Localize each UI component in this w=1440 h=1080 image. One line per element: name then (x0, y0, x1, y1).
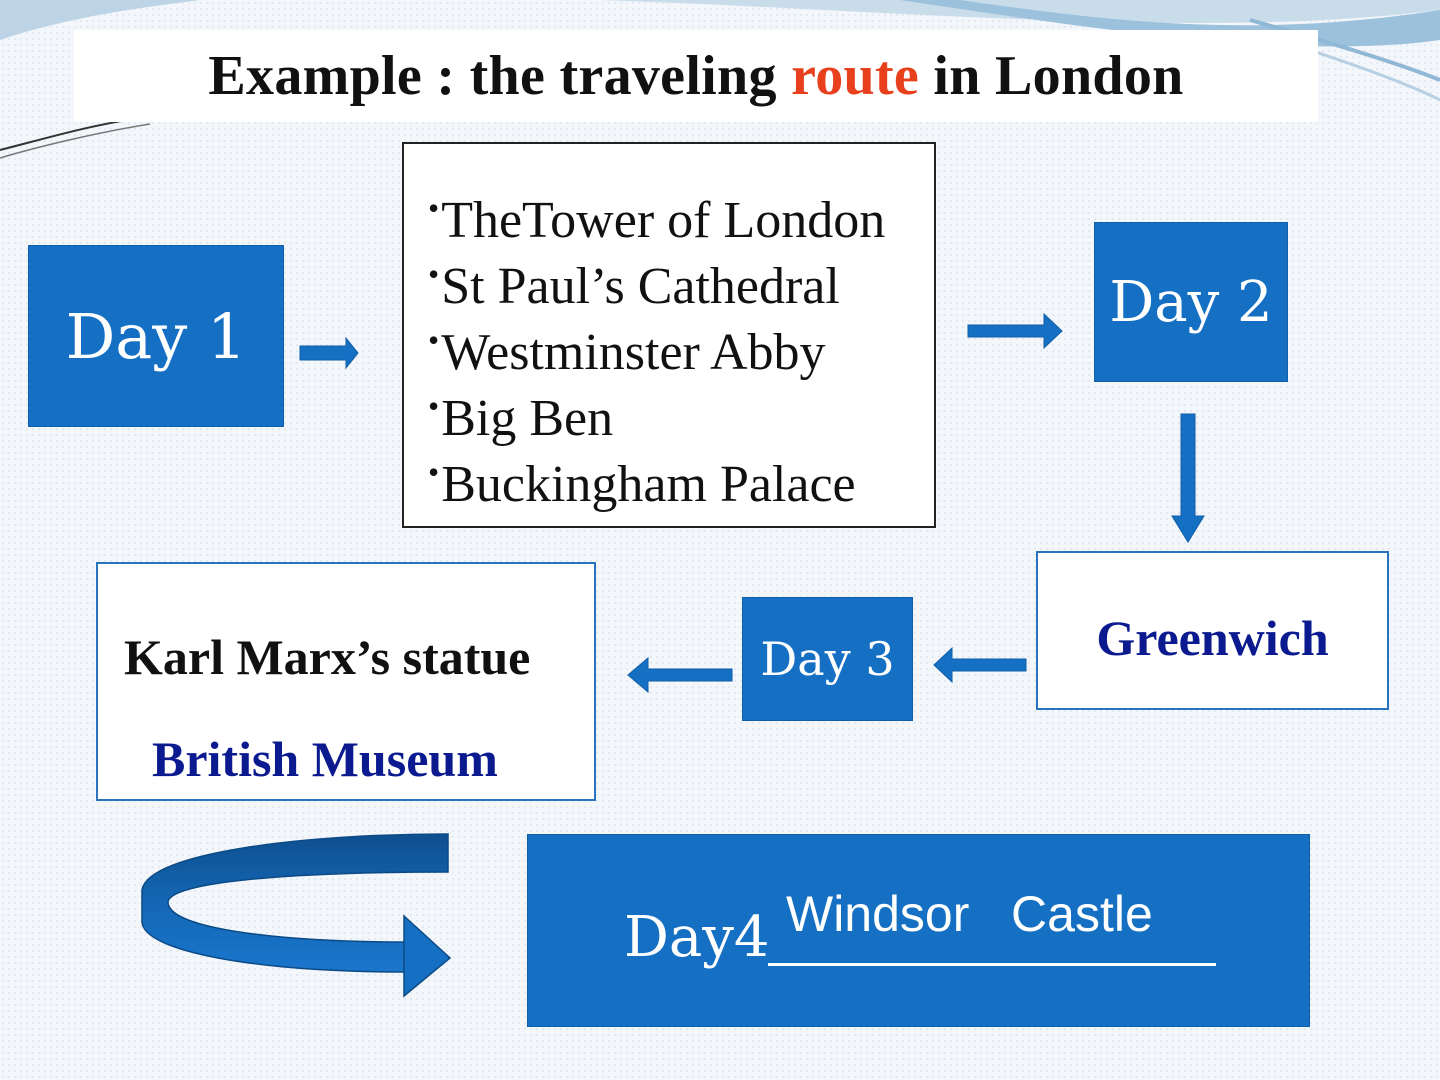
day-3-box: Day 3 (742, 597, 913, 721)
curved-arrow-icon (141, 833, 452, 998)
day-4-answer: Windsor Castle (786, 886, 1153, 942)
answer-blank-line (768, 963, 1216, 966)
title-suffix: in London (919, 45, 1184, 107)
page-title: Example : the traveling route in London (208, 44, 1183, 108)
day-4-box: Day4 Windsor Castle (527, 834, 1310, 1027)
day-1-places-box: •TheTower of London • St Paul’s Cathedra… (402, 142, 936, 528)
title-prefix: Example : the traveling (208, 45, 792, 107)
down-arrow-icon (1171, 413, 1205, 543)
place-name: Buckingham Palace (441, 456, 856, 513)
title-banner: Example : the traveling route in London (74, 30, 1318, 122)
right-arrow-icon (299, 336, 359, 370)
place-name: Big Ben (441, 390, 614, 447)
day-2-place-box: Greenwich (1036, 551, 1389, 710)
day-4-label: Day4 (624, 905, 770, 970)
list-item: • St Paul’s Cathedral (428, 254, 934, 320)
list-item: •Westminster Abby (428, 320, 934, 386)
day-2-box: Day 2 (1094, 222, 1288, 382)
title-highlight: route (791, 45, 920, 107)
place-name: St Paul’s Cathedral (441, 258, 840, 315)
left-arrow-icon (627, 656, 733, 694)
day-1-places-list: •TheTower of London • St Paul’s Cathedra… (428, 188, 934, 518)
left-arrow-icon (933, 646, 1027, 684)
karl-marx-statue-label: Karl Marx’s statue (124, 629, 531, 685)
day-1-box: Day 1 (28, 245, 284, 427)
british-museum-label: British Museum (152, 731, 498, 787)
day-3-places-box: Karl Marx’s statue British Museum (96, 562, 596, 801)
list-item: •TheTower of London (428, 188, 934, 254)
list-item: •Buckingham Palace (428, 452, 934, 518)
place-name: TheTower of London (441, 192, 886, 249)
greenwich-label: Greenwich (1096, 610, 1329, 666)
list-item: •Big Ben (428, 386, 934, 452)
right-arrow-icon (967, 312, 1063, 350)
place-name: Westminster Abby (441, 324, 826, 381)
